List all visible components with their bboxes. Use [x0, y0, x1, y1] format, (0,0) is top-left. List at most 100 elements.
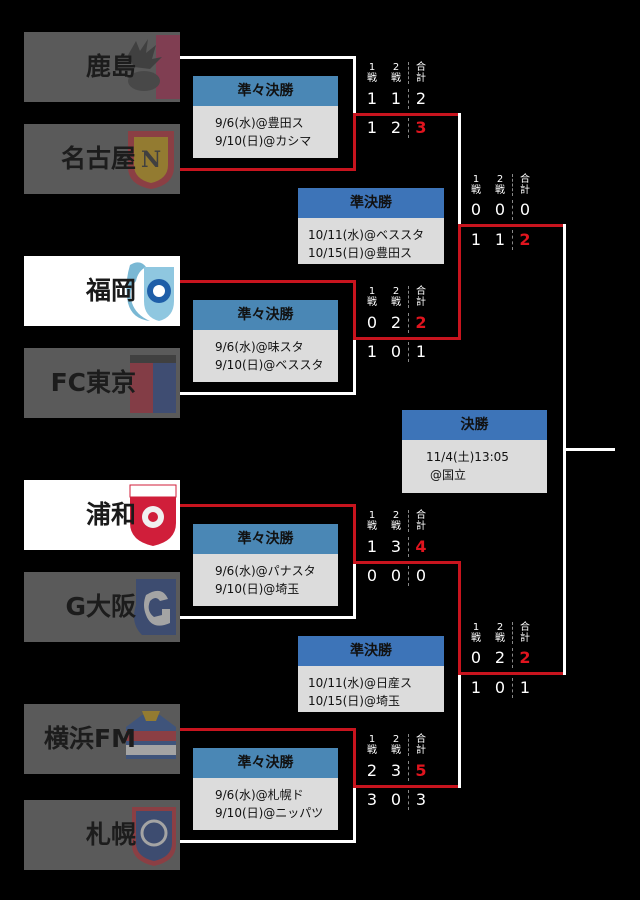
- score-row: 2 3 5: [360, 761, 433, 781]
- leg1-score: 1: [366, 118, 378, 137]
- bracket-line: [180, 616, 356, 619]
- match-date-2: 9/10(日)@ニッパツ: [215, 806, 324, 820]
- score-row: 0 0 0: [464, 200, 537, 220]
- leg2-score: 2: [390, 313, 402, 332]
- bracket-line: [353, 504, 356, 562]
- total-score: 2: [408, 313, 433, 333]
- bracket-line: [180, 392, 356, 395]
- match-date-1: 11/4(土)13:05: [426, 450, 509, 464]
- team-sapporo[interactable]: 札幌: [24, 800, 180, 870]
- bracket-line: [353, 561, 356, 619]
- bracket-line: [458, 672, 461, 788]
- team-yokohama[interactable]: 横浜FM: [24, 704, 180, 774]
- match-date-1: 10/11(水)@ベススタ: [308, 228, 425, 242]
- leg1-score: 1: [366, 89, 378, 108]
- total-score: 0: [408, 566, 433, 586]
- team-urawa[interactable]: 浦和: [24, 480, 180, 550]
- total-header: 合計: [512, 174, 537, 196]
- team-kashima[interactable]: 鹿島: [24, 32, 180, 102]
- bracket-line: [353, 785, 461, 788]
- score-row: 1 2 3: [360, 118, 433, 138]
- match-date-2: 9/10(日)@埼玉: [215, 582, 300, 596]
- total-header: 合計: [408, 286, 433, 308]
- match-title: 決勝: [402, 410, 547, 440]
- match-date-2: 9/10(日)@カシマ: [215, 134, 312, 148]
- fctokyo-emblem-icon: [130, 355, 176, 413]
- leg1-score: 1: [366, 537, 378, 556]
- yokohama-emblem-icon: [126, 711, 176, 759]
- team-fctokyo[interactable]: FC東京: [24, 348, 180, 418]
- bracket-line: [180, 504, 356, 507]
- nagoya-emblem-icon: N: [128, 131, 174, 189]
- total-header: 合計: [408, 510, 433, 532]
- total-header: 合計: [408, 62, 433, 84]
- bracket-line: [353, 113, 356, 171]
- team-nagoya[interactable]: N 名古屋: [24, 124, 180, 194]
- leg1-score: 0: [366, 566, 378, 585]
- leg2-score: 1: [494, 230, 506, 249]
- match-title: 準決勝: [298, 188, 444, 218]
- bracket-line: [180, 728, 356, 731]
- total-score: 2: [512, 648, 537, 668]
- team-name: 浦和: [85, 500, 136, 529]
- leg1-score: 1: [366, 342, 378, 361]
- qf2-match-info[interactable]: 準々決勝 9/6(水)@味スタ 9/10(日)@ベススタ: [193, 300, 338, 382]
- score-row: 1 1 2: [464, 230, 537, 250]
- score-row: 1 0 1: [360, 342, 433, 362]
- leg1-score: 0: [470, 200, 482, 219]
- bracket-line: [458, 113, 461, 226]
- final-match-info[interactable]: 決勝 11/4(土)13:05 @国立: [402, 410, 547, 493]
- leg1-score: 0: [470, 648, 482, 667]
- match-date-1: 9/6(水)@パナスタ: [215, 564, 316, 578]
- match-date-1: 9/6(水)@味スタ: [215, 340, 304, 354]
- bracket-line: [180, 840, 356, 843]
- total-score: 1: [512, 678, 537, 698]
- sf1-match-info[interactable]: 準決勝 10/11(水)@ベススタ 10/15(日)@豊田ス: [298, 188, 444, 264]
- gamba-emblem-icon: [134, 579, 176, 635]
- team-name: 福岡: [85, 276, 136, 305]
- bracket-line: [180, 56, 356, 59]
- bracket-line: [458, 561, 461, 674]
- team-name: FC東京: [50, 368, 136, 397]
- match-date-2: 10/15(日)@豊田ス: [308, 246, 412, 260]
- qf1-match-info[interactable]: 準々決勝 9/6(水)@豊田ス 9/10(日)@カシマ: [193, 76, 338, 158]
- bracket-line: [353, 113, 461, 116]
- leg1-score: 0: [366, 313, 378, 332]
- bracket-line: [353, 337, 356, 395]
- team-name: G大阪: [65, 592, 136, 621]
- team-gamba[interactable]: G大阪: [24, 572, 180, 642]
- kashima-emblem-icon: [128, 35, 180, 99]
- bracket-line: [458, 224, 566, 227]
- leg1-score: 3: [366, 790, 378, 809]
- match-date-1: 9/6(水)@札幌ド: [215, 788, 304, 802]
- leg2-score: 0: [390, 566, 402, 585]
- score-row: 3 0 3: [360, 790, 433, 810]
- qf4-match-info[interactable]: 準々決勝 9/6(水)@札幌ド 9/10(日)@ニッパツ: [193, 748, 338, 830]
- bracket-line: [458, 224, 461, 340]
- total-score: 3: [408, 118, 433, 138]
- sf2-match-info[interactable]: 準決勝 10/11(水)@日産ス 10/15(日)@埼玉: [298, 636, 444, 712]
- match-title: 準々決勝: [193, 76, 338, 106]
- qf3-match-info[interactable]: 準々決勝 9/6(水)@パナスタ 9/10(日)@埼玉: [193, 524, 338, 606]
- score-row: 0 2 2: [360, 313, 433, 333]
- leg2-score: 3: [390, 537, 402, 556]
- leg2-score: 2: [390, 118, 402, 137]
- match-title: 準々決勝: [193, 748, 338, 778]
- match-date-1: 10/11(水)@日産ス: [308, 676, 412, 690]
- leg1-score: 2: [366, 761, 378, 780]
- team-fukuoka[interactable]: 福岡: [24, 256, 180, 326]
- score-row: 0 2 2: [464, 648, 537, 668]
- bracket-line: [353, 561, 461, 564]
